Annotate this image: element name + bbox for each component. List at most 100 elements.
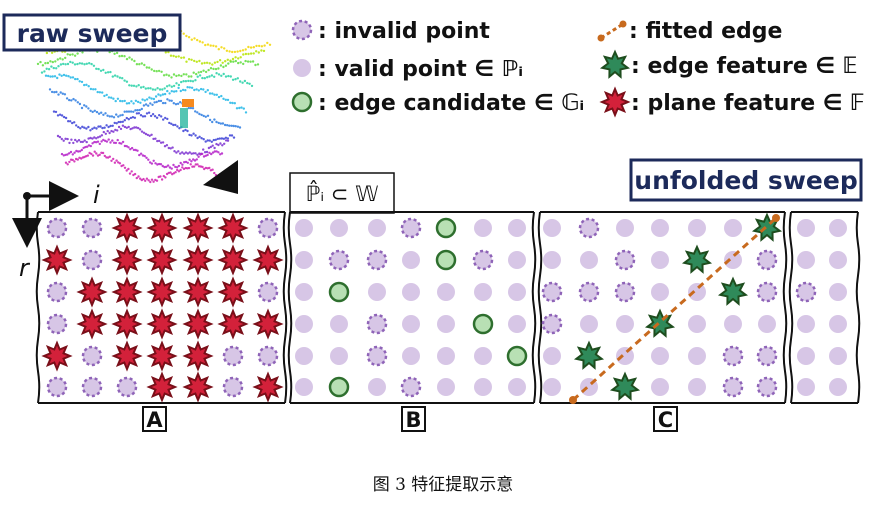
valid-point xyxy=(616,315,634,333)
valid-point xyxy=(688,315,706,333)
panel-a xyxy=(35,211,288,404)
valid-point xyxy=(688,378,706,396)
edge-feature xyxy=(609,371,641,401)
invalid-point xyxy=(541,281,563,303)
legend-edge-candidate: : edge candidate ∈ 𝔾ᵢ xyxy=(291,91,584,116)
legend-edge-candidate-text: : edge candidate ∈ 𝔾ᵢ xyxy=(318,91,584,116)
legend-valid-point: : valid point ∈ ℙᵢ xyxy=(293,57,523,82)
valid-point xyxy=(688,347,706,365)
valid-point xyxy=(437,315,455,333)
plane-feature xyxy=(182,212,214,244)
valid-point xyxy=(437,283,455,301)
valid-point xyxy=(580,251,598,269)
valid-point xyxy=(829,315,847,333)
legend-invalid-point: : invalid point xyxy=(291,19,490,44)
axes: i r xyxy=(12,181,100,282)
invalid-point xyxy=(46,313,68,335)
raw-sweep-label: raw sweep xyxy=(17,19,168,48)
plane-feature xyxy=(252,244,284,276)
edge-candidate xyxy=(506,345,528,367)
valid-point xyxy=(797,251,815,269)
panel-letters: A B C xyxy=(142,406,678,432)
invalid-point xyxy=(756,249,778,271)
invalid-point xyxy=(722,345,744,367)
edge-feature xyxy=(644,308,676,338)
valid-point xyxy=(437,378,455,396)
valid-point xyxy=(437,347,455,365)
plane-feature xyxy=(111,244,143,276)
valid-point xyxy=(368,378,386,396)
valid-point xyxy=(295,315,313,333)
invalid-point xyxy=(578,281,600,303)
invalid-point xyxy=(257,217,279,239)
plane-feature xyxy=(111,212,143,244)
invalid-point xyxy=(756,345,778,367)
invalid-point xyxy=(81,249,103,271)
plane-feature xyxy=(41,244,73,276)
edge-candidate xyxy=(328,281,350,303)
invalid-point xyxy=(291,19,313,41)
valid-point xyxy=(724,219,742,237)
plane-feature xyxy=(182,308,214,340)
invalid-point xyxy=(400,217,422,239)
valid-point xyxy=(368,219,386,237)
invalid-point xyxy=(328,249,350,271)
valid-point xyxy=(402,315,420,333)
valid-point xyxy=(651,378,669,396)
legend-fitted-edge-text: : fitted edge xyxy=(629,19,782,44)
valid-point xyxy=(543,251,561,269)
raw-sweep-label-box xyxy=(2,13,182,52)
valid-point xyxy=(688,219,706,237)
valid-point xyxy=(508,283,526,301)
fitted-edge-line xyxy=(569,214,780,404)
invalid-point xyxy=(257,345,279,367)
plane-feature xyxy=(41,340,73,372)
plane-feature xyxy=(146,340,178,372)
valid-point xyxy=(295,378,313,396)
valid-point xyxy=(295,219,313,237)
valid-point xyxy=(829,219,847,237)
valid-point xyxy=(724,251,742,269)
plane-feature xyxy=(146,308,178,340)
edge-feature xyxy=(599,49,631,79)
valid-point xyxy=(651,219,669,237)
plane-feature xyxy=(111,340,143,372)
valid-point xyxy=(651,283,669,301)
plane-feature xyxy=(146,212,178,244)
panel-b xyxy=(287,211,537,404)
axis-r-label: r xyxy=(19,254,31,282)
legend-invalid-point-text: : invalid point xyxy=(318,19,490,44)
legend-valid-point-text: : valid point ∈ ℙᵢ xyxy=(318,57,523,82)
plane-feature xyxy=(111,276,143,308)
valid-point xyxy=(651,251,669,269)
panel-d xyxy=(788,211,861,404)
invalid-point xyxy=(46,281,68,303)
figure-caption: 图 3 特征提取示意 xyxy=(372,475,514,495)
valid-point xyxy=(508,315,526,333)
plane-feature xyxy=(182,371,214,403)
plane-feature xyxy=(217,276,249,308)
valid-point xyxy=(402,347,420,365)
valid-point xyxy=(616,347,634,365)
valid-point xyxy=(508,219,526,237)
edge-candidate xyxy=(472,313,494,335)
invalid-point xyxy=(257,281,279,303)
invalid-point xyxy=(366,313,388,335)
valid-point xyxy=(797,315,815,333)
valid-point xyxy=(508,378,526,396)
invalid-point xyxy=(222,376,244,398)
plane-feature xyxy=(182,244,214,276)
invalid-point xyxy=(756,281,778,303)
edge-candidate xyxy=(435,249,457,271)
plane-feature xyxy=(182,276,214,308)
valid-point xyxy=(829,378,847,396)
edge-feature xyxy=(717,276,749,306)
valid-point xyxy=(651,347,669,365)
valid-point xyxy=(295,251,313,269)
valid-point xyxy=(543,347,561,365)
panel-a-label: A xyxy=(146,408,163,432)
plane-feature xyxy=(111,308,143,340)
invalid-point xyxy=(366,249,388,271)
panels xyxy=(35,211,861,404)
